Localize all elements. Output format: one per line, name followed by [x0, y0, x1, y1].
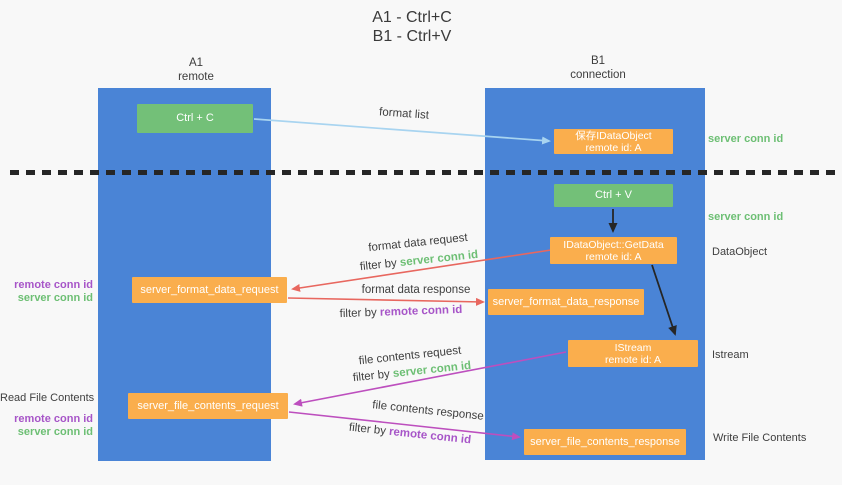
save-idataobject-line1: 保存IDataObject — [575, 129, 652, 142]
server-conn-id-text: server conn id — [392, 359, 472, 380]
right-write-file-contents-label: Write File Contents — [713, 432, 807, 444]
server-file-contents-request-node: server_file_contents_request — [128, 393, 288, 419]
save-idataobject-node: 保存IDataObject remote id: A — [554, 129, 673, 154]
server-format-data-request-label: server_format_data_request — [140, 283, 279, 296]
server-file-contents-response-node: server_file_contents_response — [524, 429, 686, 455]
server-format-data-response-node: server_format_data_response — [488, 289, 644, 315]
remote-conn-id-text: remote conn id — [379, 303, 463, 319]
server-format-data-response-label: server_format_data_response — [492, 295, 640, 308]
column-header-b1: B1 connection — [570, 54, 626, 82]
istream-node: IStream remote id: A — [568, 340, 698, 367]
server-file-contents-response-label: server_file_contents_response — [530, 435, 680, 448]
diagram-title: A1 - Ctrl+C B1 - Ctrl+V — [372, 8, 452, 46]
filter-by-text: filter by — [359, 257, 401, 274]
server-file-contents-request-label: server_file_contents_request — [137, 399, 279, 412]
label-filter-by-remote-conn-id-1: filter by remote conn id — [339, 304, 462, 320]
ctrl-v-node: Ctrl + V — [554, 184, 673, 207]
right-server-conn-id-2: server conn id — [708, 211, 784, 223]
title-line-a1: A1 - Ctrl+C — [372, 9, 452, 26]
ctrl-c-node: Ctrl + C — [137, 104, 253, 133]
getdata-line1: IDataObject::GetData — [563, 238, 664, 251]
right-dataobject-label: DataObject — [712, 246, 768, 258]
filter-by-text: filter by — [348, 421, 390, 438]
column-header-a1: A1 remote — [178, 56, 214, 84]
left-server-conn-id-1: server conn id — [17, 292, 93, 304]
column-a1-name: A1 — [188, 57, 204, 69]
filter-by-text: filter by — [339, 306, 381, 321]
save-idataobject-line2: remote id: A — [585, 141, 642, 154]
ctrl-v-label: Ctrl + V — [595, 189, 632, 201]
right-istream-label: Istream — [712, 349, 749, 361]
istream-line2: remote id: A — [604, 353, 662, 366]
server-format-data-request-node: server_format_data_request — [132, 277, 287, 303]
label-file-contents-response: file contents response — [371, 399, 485, 423]
column-b1-role: connection — [570, 69, 626, 81]
remote-conn-id-text: remote conn id — [388, 425, 472, 447]
server-conn-id-text: server conn id — [399, 248, 479, 269]
left-remote-conn-id-1: remote conn id — [14, 279, 93, 291]
label-format-data-response: format data response — [361, 284, 471, 296]
title-line-b1: B1 - Ctrl+V — [372, 28, 452, 45]
idataobject-getdata-node: IDataObject::GetData remote id: A — [550, 237, 677, 264]
left-server-conn-id-2: server conn id — [17, 426, 93, 438]
getdata-line2: remote id: A — [585, 250, 642, 263]
column-b1-name: B1 — [590, 55, 606, 67]
left-remote-conn-id-2: remote conn id — [14, 413, 93, 425]
column-a1-role: remote — [178, 71, 214, 83]
right-server-conn-id-1: server conn id — [708, 133, 784, 145]
arrow-format-data-response — [287, 297, 485, 306]
filter-by-text: filter by — [352, 368, 394, 385]
istream-line1: IStream — [614, 341, 652, 354]
ctrl-c-label: Ctrl + C — [176, 112, 214, 124]
label-format-list: format list — [378, 106, 430, 122]
label-filter-by-remote-conn-id-2: filter by remote conn id — [348, 422, 471, 447]
left-read-file-contents-label: Read File Contents — [0, 392, 95, 404]
clipboard-boundary-divider — [10, 170, 836, 175]
